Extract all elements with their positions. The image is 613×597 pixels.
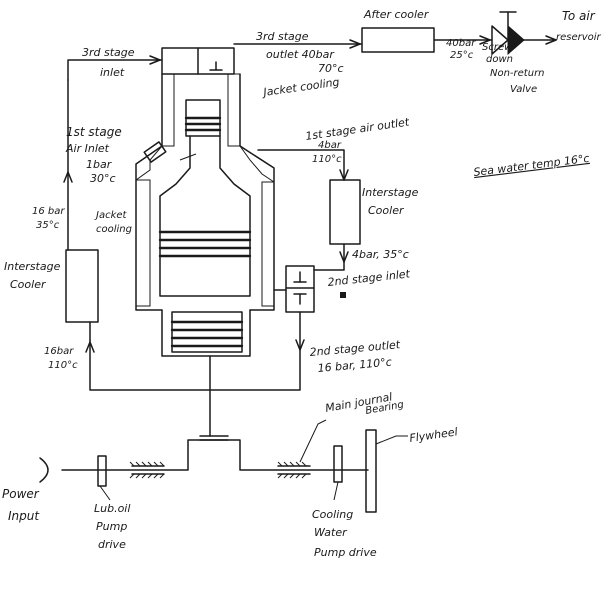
label-second-outlet-2: 16 bar, 110°c [317,356,392,375]
label-third-stage-outlet-2: outlet 40bar [266,48,335,61]
label-valve-1: Screw [482,42,513,53]
label-lub-2: Pump [96,520,127,533]
label-third-stage-outlet-3: 70°c [318,62,344,75]
main-journal-bearing [277,461,311,479]
label-after-pressure: 40bar [446,38,476,49]
label-power-1: Power [2,487,40,501]
label-4bar-110-2: 110°c [312,154,342,165]
label-first-inlet-3: 1bar [86,158,113,171]
third-stage-jacket-left [161,73,175,147]
compressor-body [135,47,346,437]
aftercooler-box [361,27,435,53]
label-valve-2: down [486,54,513,65]
label-valve-4: Valve [510,84,537,95]
label-third-stage-outlet-1: 3rd stage [256,30,309,43]
labels: 3rd stage inlet 3rd stage outlet 40bar 7… [2,8,602,559]
label-16bar-110-2: 110°c [48,360,78,371]
label-lub-1: Lub.oil [94,502,130,515]
first-stage-jacket-left [135,179,151,307]
label-lub-3: drive [98,538,126,551]
label-valve-3: Non-return [490,68,545,79]
third-stage-inlet-pipe [67,59,163,81]
label-interstage-left-2: Cooler [10,278,47,291]
piping [63,11,557,391]
interstage-cooler-left [65,249,99,323]
non-return-valve [491,11,525,56]
label-interstage-right-1: Interstage [362,186,419,199]
label-16bar-35-1: 16 bar [32,206,65,217]
label-interstage-right-2: Cooler [368,204,405,217]
label-cw-2: Water [314,526,348,539]
label-16bar-110-1: 16bar [44,346,74,357]
label-first-inlet-1: 1st stage [66,125,122,139]
label-jacket-top: Jacket cooling [261,75,341,99]
interstage-cooler-right [329,179,361,245]
label-interstage-left-1: Interstage [4,260,61,273]
label-16bar-35-2: 35°c [36,220,60,231]
label-aftercooler: After cooler [363,8,430,21]
crankshaft [39,153,408,513]
left-bearing [129,461,165,479]
label-first-outlet: 1st stage air outlet [305,115,411,143]
label-jacket-left-1: Jacket [94,210,128,221]
label-jacket-left-2: cooling [96,224,132,235]
cooling-water-pump-gear [333,445,343,483]
label-first-inlet-2: Air Inlet [65,142,110,155]
label-flywheel: Flywheel [409,425,459,445]
label-cw-1: Cooling [312,508,353,521]
lub-oil-pump-gear [97,455,107,487]
label-4bar-110-1: 4bar [318,140,342,151]
label-sea-water: Sea water temp 16°c [473,152,590,179]
label-to-air-1: To air [562,9,596,23]
flywheel [365,429,377,513]
label-4bar-35: 4bar, 35°c [352,248,409,261]
label-to-air-2: reservoir [556,32,602,43]
label-after-temp: 25°c [450,50,474,61]
first-stage-jacket-right [261,181,275,307]
label-cw-3: Pump drive [314,546,377,559]
second-stage-piston [171,311,243,353]
first-stage-piston [159,135,251,297]
label-first-inlet-4: 30°c [90,172,116,185]
label-third-stage-inlet-1: 3rd stage [82,46,135,59]
air-inlet-filter [143,141,167,163]
label-power-2: Input [8,509,40,523]
label-third-stage-inlet-2: inlet [100,66,125,79]
third-stage-jacket-right [227,73,241,147]
